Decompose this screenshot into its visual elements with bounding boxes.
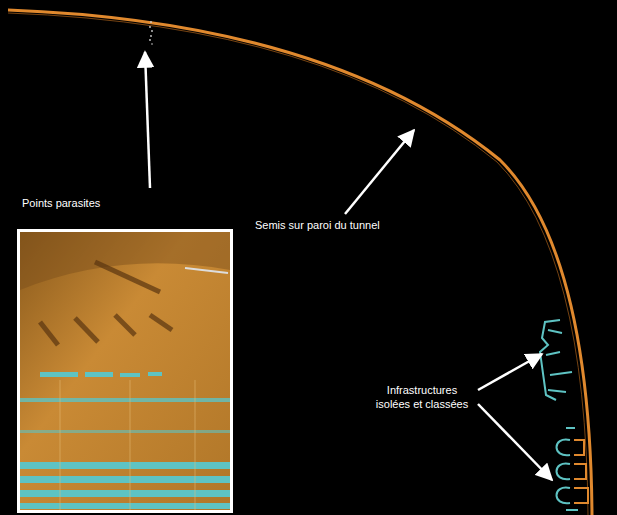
tunnel-wall-arc (8, 10, 592, 515)
infrastructure-brackets (574, 440, 588, 503)
tunnel-wall-arc (8, 13, 588, 515)
infrastructure-shapes (540, 320, 578, 510)
callout-label: Points parasites (22, 196, 152, 210)
callout-label: Semis sur paroi du tunnel (255, 218, 435, 232)
inset-image (17, 229, 233, 513)
parasite-points (149, 21, 153, 45)
callout-label: Infrastructures isolées et classées (372, 383, 472, 411)
leader-arrows (145, 52, 552, 480)
